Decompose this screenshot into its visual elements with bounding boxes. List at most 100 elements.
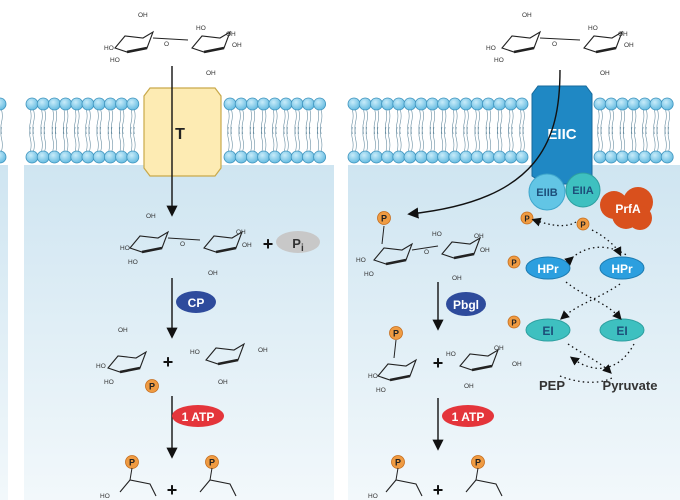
svg-text:OH: OH (138, 12, 148, 19)
lipid-head (369, 97, 383, 111)
lipid-head (627, 150, 640, 164)
eiic-label: EIIC (547, 126, 576, 143)
lipid-head (638, 97, 652, 111)
svg-text:P: P (511, 259, 517, 268)
prfa-protein (600, 187, 653, 230)
lipid-head (48, 97, 61, 111)
svg-text:OH: OH (232, 42, 242, 49)
svg-text:OH: OH (618, 31, 628, 38)
lipid-head (59, 97, 72, 111)
lipid-head (515, 97, 529, 111)
lipid-head (36, 150, 50, 164)
svg-text:OH: OH (522, 12, 532, 19)
lipid-head (392, 97, 406, 111)
lipid-head (104, 97, 117, 111)
eiia-domain (565, 172, 601, 208)
lipid-head (381, 97, 395, 111)
final-products-left: P P HO (100, 455, 237, 500)
svg-text:OH: OH (624, 42, 634, 49)
lipid-head (115, 97, 128, 111)
svg-text:HO: HO (104, 379, 114, 386)
lipid-head (48, 150, 61, 164)
plus-sign: + (433, 480, 444, 500)
lipid-head (257, 150, 271, 164)
lipid-head (234, 150, 248, 164)
lipid-head (301, 97, 315, 111)
lipid-head (414, 97, 428, 111)
eiib-domain (528, 173, 566, 211)
lipid-head (448, 150, 462, 164)
disaccharide-extracellular-left: O OH HO HO OH OH HO OH (104, 12, 242, 77)
lipid-head (223, 150, 237, 164)
ei-free-form (599, 318, 645, 342)
lipid-head (369, 150, 383, 164)
lipid-head (616, 150, 629, 164)
hpr-phospho (507, 255, 521, 269)
lipid-head (504, 97, 518, 111)
lipid-head (638, 150, 652, 164)
svg-text:OH: OH (464, 383, 474, 390)
lipid-head (234, 97, 248, 111)
lipid-bilayers (0, 97, 674, 164)
svg-text:HO: HO (486, 45, 496, 52)
svg-text:HO: HO (364, 271, 374, 278)
svg-text:OH: OH (512, 361, 522, 368)
atp-badge-right (442, 405, 494, 427)
lipid-head (604, 97, 618, 111)
lipid-head (257, 97, 271, 111)
svg-text:OH: OH (494, 345, 504, 352)
svg-text:OH: OH (600, 70, 610, 77)
svg-text:HO: HO (190, 349, 200, 356)
lipid-head (70, 150, 84, 164)
plus-sign: + (163, 352, 174, 372)
svg-text:HO: HO (494, 57, 504, 64)
lipid-head (459, 97, 473, 111)
lipid-head (627, 97, 640, 111)
lipid-head (425, 97, 439, 111)
product-phospho (389, 326, 403, 340)
phosphate-pi (276, 231, 320, 253)
lipid-head (347, 97, 361, 111)
lipid-head (437, 97, 451, 111)
phospho-transfer-eiia-eiib (531, 217, 577, 227)
lipid-head (593, 150, 607, 164)
lipid-head (268, 97, 282, 111)
lipid-head (493, 97, 507, 111)
lipid-head (223, 97, 237, 111)
phosphate-label: Pi (292, 236, 304, 254)
atp-label: 1 ATP (182, 410, 215, 424)
disaccharide-cytoplasm-left: O HO HO OH OH OH OH (120, 213, 252, 277)
plus-sign: + (433, 353, 444, 373)
svg-text:OH: OH (208, 270, 218, 277)
lipid-head (660, 97, 674, 111)
eiia-label: EIIA (572, 185, 593, 197)
svg-text:OH: OH (206, 70, 216, 77)
lipid-head (0, 97, 7, 111)
phospho-relay-arrows (559, 229, 635, 383)
lipid-head (358, 97, 372, 111)
lipid-head (358, 150, 372, 164)
pbgl-enzyme (446, 292, 486, 316)
disaccharide-6p-right: O HO HO OH OH HO OH (356, 225, 490, 282)
lipid-head (115, 150, 128, 164)
disaccharide-extracellular-right: O OH HO HO OH OH HO OH (486, 12, 634, 77)
lipid-head (268, 150, 282, 164)
lipid-head (403, 150, 417, 164)
lipid-head (616, 97, 629, 111)
svg-text:HO: HO (110, 57, 120, 64)
lipid-head (392, 150, 406, 164)
right-panel: O OH HO HO OH OH HO OH EIIC EIIB EIIA Pr… (356, 12, 657, 500)
svg-text:HO: HO (588, 25, 598, 32)
lipid-head (0, 150, 7, 164)
lipid-head (245, 97, 259, 111)
lipid-head (481, 150, 495, 164)
svg-text:HO: HO (446, 351, 456, 358)
lipid-head (459, 150, 473, 164)
ei-label: EI (616, 324, 627, 338)
plus-sign: + (167, 480, 178, 500)
sugar-phospho (377, 211, 391, 225)
lipid-head (81, 97, 95, 111)
svg-text:HO: HO (432, 231, 442, 238)
lipid-head (92, 150, 106, 164)
lipid-head (301, 150, 315, 164)
